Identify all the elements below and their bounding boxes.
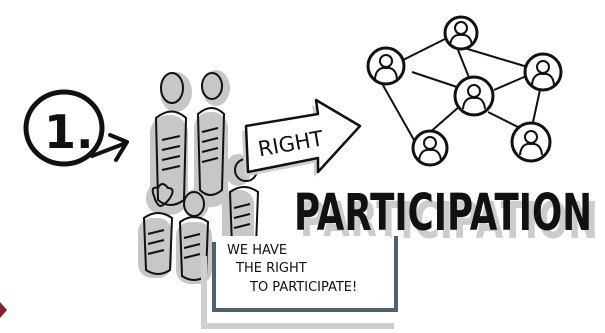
page-title: PARTICIPATION xyxy=(294,184,592,243)
numbered-circle-icon: 1. xyxy=(23,89,129,167)
note-line-2: THE RIGHT xyxy=(235,261,307,276)
note-card: WE HAVE THE RIGHT TO PARTICIPATE! xyxy=(201,236,398,329)
person-node-icon xyxy=(411,129,449,167)
note-line-1: WE HAVE xyxy=(227,243,287,258)
network-graph-icon xyxy=(366,15,563,167)
note-line-3: TO PARTICIPATE! xyxy=(249,280,357,295)
person-node-icon xyxy=(443,15,479,51)
person-node-icon xyxy=(523,52,563,92)
person-node-icon xyxy=(510,121,552,163)
right-arrow-icon: RIGHT xyxy=(242,98,362,177)
person-node-icon xyxy=(366,46,406,86)
person-node-icon xyxy=(453,75,495,117)
accent-dot xyxy=(0,302,7,318)
step-number: 1. xyxy=(44,105,93,159)
